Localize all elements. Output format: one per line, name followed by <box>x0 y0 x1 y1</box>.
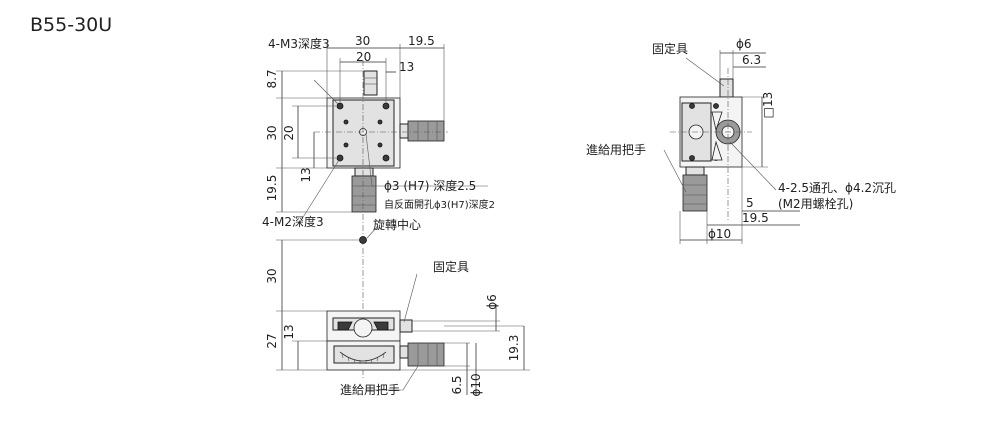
top-view: 4-M3深度3 30 20 19.5 13 8.7 30 20 13 19.5 … <box>262 34 495 246</box>
dim-front-diam-10: ϕ10 <box>469 373 483 396</box>
note-tap-bottom: 4-M2深度3 <box>262 214 324 229</box>
dim-height-13: 13 <box>299 167 313 182</box>
dim-side-diam-10: ϕ10 <box>708 227 731 241</box>
front-clamp <box>399 319 413 333</box>
dim-height-19-5: 19.5 <box>265 175 279 202</box>
note-side-holes: 4-2.5通孔、ϕ4.2沉孔 <box>778 181 896 195</box>
dim-front-height-27: 27 <box>265 333 279 348</box>
front-feed-handle <box>407 342 445 367</box>
dim-front-height-30: 30 <box>265 268 279 283</box>
note-hole-sub: 自反面開孔ϕ3(H7)深度2 <box>384 198 495 211</box>
dim-front-height-13: 13 <box>282 324 296 339</box>
note-side-holes-sub: (M2用螺栓孔) <box>778 196 853 211</box>
note-rotation-center: 旋轉中心 <box>373 217 421 232</box>
dim-front-19-3: 19.3 <box>507 335 521 362</box>
front-scale-ticks <box>341 353 385 364</box>
dim-height-8-7: 8.7 <box>265 69 279 88</box>
front-view: 固定具 30 27 13 ϕ6 19.3 6.5 ϕ10 進給用把手 <box>265 239 530 397</box>
dim-side-square-13: □13 <box>761 92 775 119</box>
dim-offset-13: 13 <box>399 60 414 74</box>
dim-side-5: 5 <box>746 196 754 210</box>
top-feed-handle <box>407 120 445 142</box>
side-clamp <box>719 78 734 98</box>
model-title: B55-30U <box>30 14 113 36</box>
dim-height-30: 30 <box>265 125 279 140</box>
dim-width-20: 20 <box>356 50 371 64</box>
side-feed-handle <box>682 174 708 212</box>
label-front-clamp: 固定具 <box>433 259 469 274</box>
top-bottom-handle <box>351 175 377 213</box>
dim-tap-top: 4-M3深度3 <box>268 36 330 51</box>
dim-width-30: 30 <box>355 34 370 48</box>
side-view: 固定具 ϕ6 6.3 □13 進給用把手 4-2.5通孔、ϕ4.2沉孔 (M2用… <box>586 37 896 244</box>
label-side-clamp: 固定具 <box>652 41 688 56</box>
dim-front-diam-6: ϕ6 <box>485 294 499 310</box>
dim-side-diam-6: ϕ6 <box>736 37 752 51</box>
dim-side-19-5: 19.5 <box>742 211 769 225</box>
dim-height-20: 20 <box>282 125 296 140</box>
dim-offset-19-5: 19.5 <box>408 34 435 48</box>
top-clamp-knob <box>363 70 378 96</box>
label-front-handle: 進給用把手 <box>340 383 400 397</box>
note-hole: ϕ3 (H7) 深度2.5 <box>384 178 476 193</box>
dim-side-6-3: 6.3 <box>742 53 761 67</box>
label-side-handle: 進給用把手 <box>586 143 646 157</box>
dim-front-6-5: 6.5 <box>450 375 464 394</box>
